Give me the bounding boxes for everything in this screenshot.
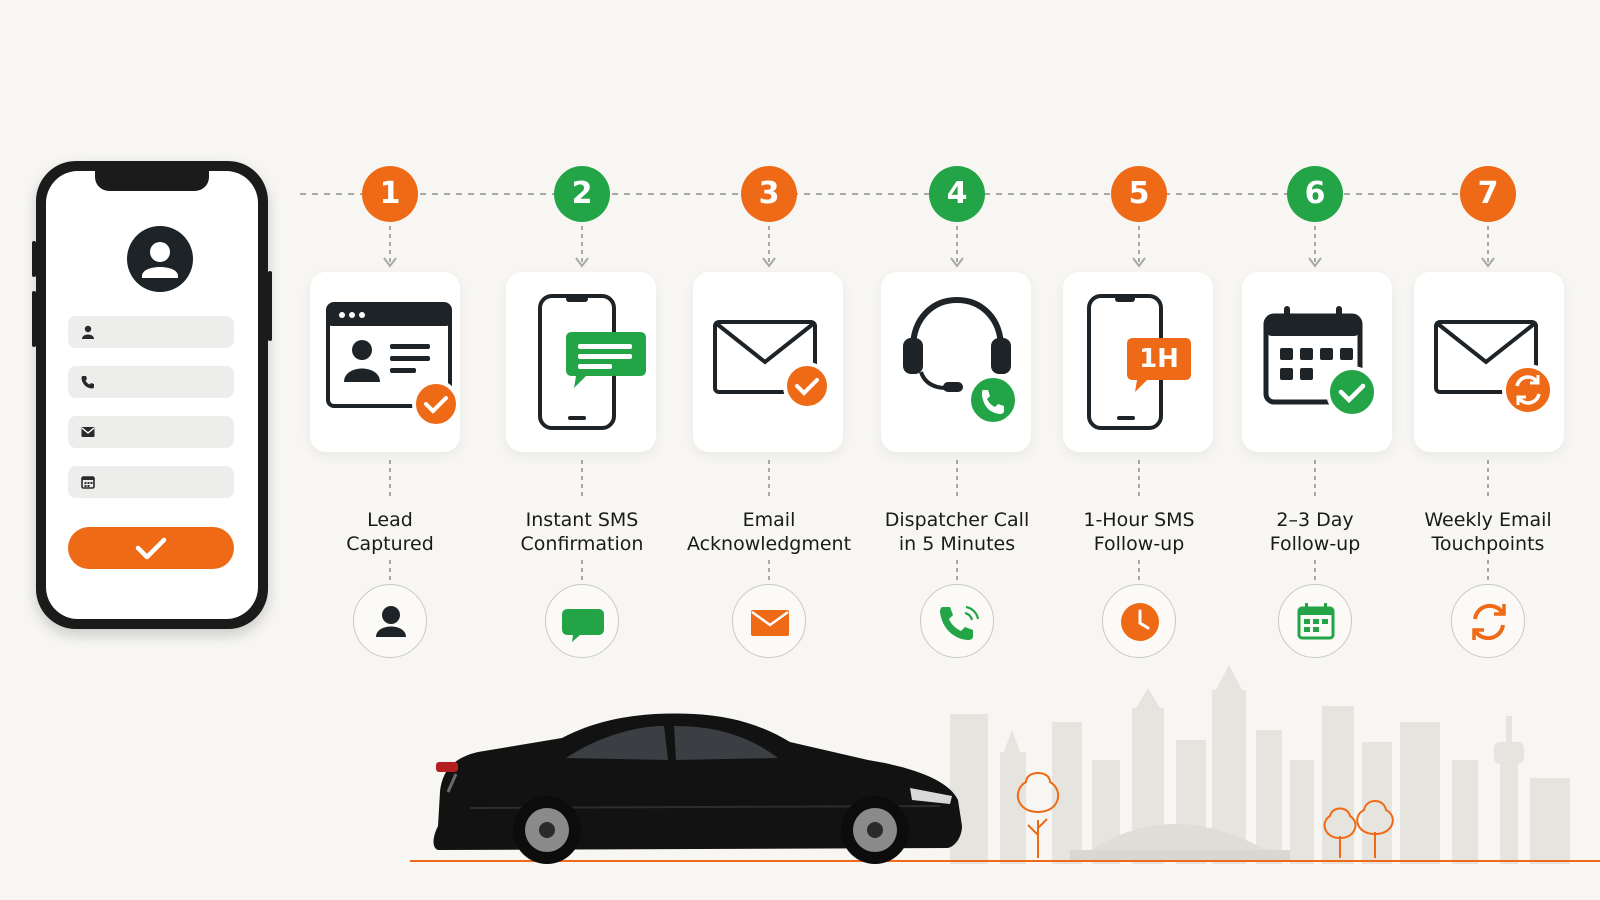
step-7-number-badge: 7	[1460, 166, 1516, 222]
step-6-label: 2–3 Day Follow-up	[1225, 508, 1405, 556]
mail-icon	[81, 427, 95, 437]
step-3-label-line2: Acknowledgment	[686, 533, 852, 555]
phone-notch	[95, 171, 209, 191]
user-avatar-icon	[127, 226, 193, 292]
step-2-label-line2: Confirmation	[520, 533, 644, 555]
step-4-label-line1: Dispatcher Call	[884, 509, 1030, 531]
step-1-number-badge: 1	[362, 166, 418, 222]
user-icon	[82, 325, 94, 339]
step-1-label: Lead Captured	[300, 508, 480, 556]
step-6-label-line2: Follow-up	[1269, 533, 1361, 555]
refresh-icon	[1451, 584, 1525, 658]
step-5-label-line2: Follow-up	[1093, 533, 1185, 555]
tree-icon	[1016, 772, 1394, 858]
contact-card-check-icon	[310, 272, 460, 452]
step-1-label-line1: Lead	[367, 509, 413, 531]
step-1-label-line2: Captured	[346, 533, 434, 555]
step-5-label: 1-Hour SMS Follow-up	[1049, 508, 1229, 556]
step-5-number-badge: 5	[1111, 166, 1167, 222]
submit-button[interactable]	[68, 527, 234, 569]
step-6-number-badge: 6	[1287, 166, 1343, 222]
one-hour-badge-text: 1H	[1139, 344, 1179, 374]
chat-bubble-icon	[545, 584, 619, 658]
date-field[interactable]	[68, 466, 234, 498]
checkmark-icon	[135, 537, 167, 560]
envelope-check-icon	[693, 272, 843, 452]
step-7-label-line1: Weekly Email	[1424, 509, 1552, 531]
calendar-check-icon	[1242, 272, 1392, 452]
phone-field[interactable]	[68, 366, 234, 398]
step-2-number-badge: 2	[554, 166, 610, 222]
step-2-label: Instant SMS Confirmation	[492, 508, 672, 556]
step-4-label: Dispatcher Call in 5 Minutes	[867, 508, 1047, 556]
clock-icon	[1102, 584, 1176, 658]
name-field[interactable]	[68, 316, 234, 348]
step-2-label-line1: Instant SMS	[525, 509, 639, 531]
step-4-label-line2: in 5 Minutes	[898, 533, 1016, 555]
envelope-icon	[732, 584, 806, 658]
lead-form-phone	[32, 161, 272, 629]
phone-call-icon	[920, 584, 994, 658]
step-5-label-line1: 1-Hour SMS	[1083, 509, 1195, 531]
step-3-number-badge: 3	[741, 166, 797, 222]
phone-chat-icon	[506, 272, 656, 452]
phone-1h-icon: 1H	[1063, 272, 1213, 452]
step-7-label: Weekly Email Touchpoints	[1398, 508, 1578, 556]
step-3-label: Email Acknowledgment	[679, 508, 859, 556]
step-6-label-line1: 2–3 Day	[1276, 509, 1354, 531]
step-7-label-line2: Touchpoints	[1431, 533, 1545, 555]
phone-screen	[46, 171, 258, 619]
step-3-label-line1: Email	[742, 509, 796, 531]
envelope-refresh-icon	[1414, 272, 1564, 452]
step-4-number-badge: 4	[929, 166, 985, 222]
calendar-icon	[1278, 584, 1352, 658]
email-field[interactable]	[68, 416, 234, 448]
user-icon	[353, 584, 427, 658]
headset-phone-icon	[881, 272, 1031, 452]
calendar-icon	[81, 476, 95, 489]
phone-icon	[81, 376, 94, 389]
